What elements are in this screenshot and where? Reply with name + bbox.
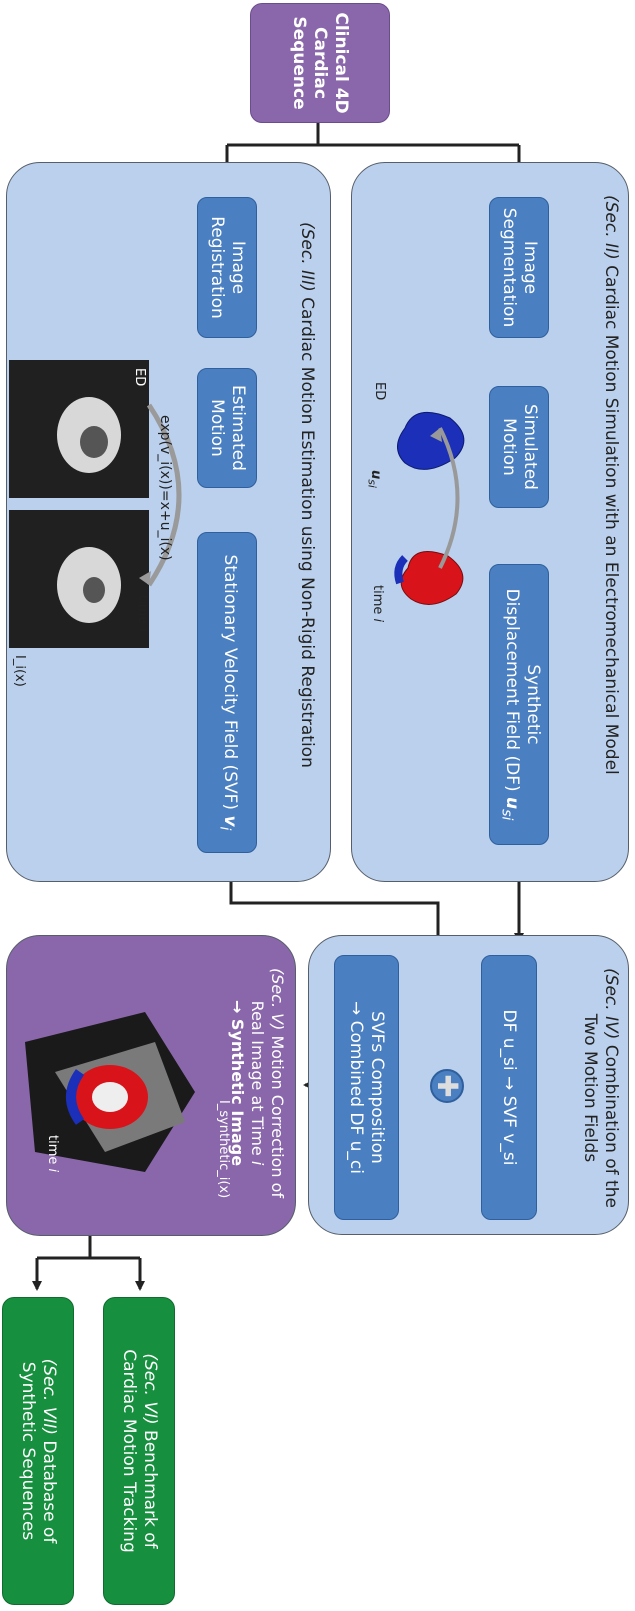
clinical-line-1: Clinical 4D	[331, 12, 352, 114]
composition-line-1: SVFs Composition	[367, 1011, 388, 1164]
registration-line-1: Image	[228, 240, 248, 295]
plus-glyph-icon: ✚	[431, 1074, 464, 1098]
sec3-title-text: Cardiac Motion Estimation using Non-Rigi…	[297, 297, 317, 768]
ed-heart-icon	[397, 411, 465, 470]
database-line-2: Synthetic Sequences	[18, 1361, 38, 1541]
registration-line-2: Registration	[207, 216, 227, 319]
svf-line: Stationary Velocity Field (SVF) vi	[214, 555, 240, 831]
sec5-time-label: time i	[45, 1135, 60, 1172]
registration-illustration	[9, 360, 182, 648]
simulation-illustration	[394, 411, 465, 605]
sec2-ed-label: ED	[372, 382, 387, 401]
image-segmentation-box: Image Segmentation	[489, 197, 549, 338]
synthetic-heart-base-icon	[66, 1069, 85, 1125]
sec3-ii-label: I_i(x)	[12, 655, 27, 687]
synthetic-df-var: u	[501, 797, 522, 810]
df-to-svf-box: DF u_si → SVF v_si	[481, 955, 537, 1220]
clinical-line-2: Cardiac	[310, 27, 331, 99]
database-line-1-text: Database of	[39, 1440, 59, 1544]
clinical-line-3: Sequence	[289, 16, 310, 110]
registration-arrowhead-icon	[139, 571, 151, 585]
sec3-ed-label: ED	[132, 368, 147, 387]
benchmark-line-2: Cardiac Motion Tracking	[119, 1349, 139, 1553]
simulated-line-2: Motion	[499, 418, 519, 476]
time-myocardium-icon	[83, 577, 105, 603]
composition-line-2: → Combined DF u_ci	[346, 1000, 367, 1175]
synthetic-df-line-2-text: Displacement Field (DF)	[501, 588, 522, 792]
sec2-time-label: time i	[370, 585, 385, 622]
ed-myocardium-icon	[80, 426, 108, 458]
svf-box: Stationary Velocity Field (SVF) vi	[197, 532, 257, 853]
sec5-time-text: time	[45, 1135, 60, 1165]
clinical-sequence-box: Clinical 4D Cardiac Sequence	[250, 3, 390, 123]
sec2-time-text: time	[370, 585, 385, 615]
segmentation-line-2: Segmentation	[499, 207, 519, 328]
sec2-time-var: i	[370, 618, 385, 623]
deformation-arrowhead-icon	[430, 428, 442, 442]
database-box: (Sec. VII) Database of Synthetic Sequenc…	[2, 1297, 74, 1605]
sec5-title-sec: (Sec. V)	[268, 967, 287, 1031]
benchmark-line-1: (Sec. VI) Benchmark of	[139, 1353, 160, 1548]
deformed-heart-base-icon	[394, 555, 408, 585]
sec5-title-text1: Motion Correction of	[268, 1035, 287, 1199]
sec4-title-line2: Two Motion Fields	[580, 1013, 600, 1163]
sec3-title: (Sec. III) Cardiac Motion Estimation usi…	[296, 222, 317, 872]
sec2-u-var: u	[368, 470, 383, 480]
sec2-title: (Sec. II) Cardiac Motion Simulation with…	[600, 195, 621, 875]
synthetic-image-illustration	[25, 1012, 195, 1172]
synthetic-df-sub: si	[498, 809, 515, 821]
sec4-title: (Sec. IV) Combination of the Two Motion …	[579, 948, 621, 1228]
sec3-time-text: time	[135, 595, 150, 625]
benchmark-line-1-text: Benchmark of	[140, 1430, 160, 1549]
simulated-line-1: Simulated	[520, 404, 540, 490]
sec4-title-sec: (Sec. IV)	[601, 968, 621, 1040]
estimated-line-2: Motion	[207, 399, 227, 457]
sec2-title-text: Cardiac Motion Simulation with an Electr…	[601, 265, 621, 775]
estimated-motion-box: Estimated Motion	[197, 368, 257, 488]
deformed-heart-icon	[400, 551, 464, 605]
sec4-title-line1: Combination of the	[601, 1044, 621, 1208]
database-line-1: (Sec. VII) Database of	[38, 1359, 59, 1544]
sec3-time-label: time i	[135, 595, 150, 632]
synthetic-df-line-2: Displacement Field (DF) usi	[495, 589, 521, 821]
benchmark-box: (Sec. VI) Benchmark of Cardiac Motion Tr…	[103, 1297, 175, 1605]
synthetic-heart-cavity-icon	[92, 1082, 128, 1112]
sec5-title: (Sec. V) Motion Correction of Real Image…	[227, 948, 287, 1218]
sec5-isynth-label: I_synthetic_i(x)	[216, 1100, 231, 1199]
sec5-time-var: i	[45, 1168, 60, 1173]
sec2-u-sub: si	[365, 479, 379, 488]
simulated-motion-box: Simulated Motion	[489, 386, 549, 508]
sec5-title-text2: Real Image at Time	[248, 1000, 267, 1156]
segmentation-line-1: Image	[520, 240, 540, 295]
sec3-title-sec: (Sec. III)	[297, 222, 317, 292]
synthetic-df-box: Synthetic Displacement Field (DF) usi	[489, 564, 549, 845]
sec2-u-label: usi	[365, 470, 383, 488]
sec3-formula: exp(v_i(x))=x+u_i(x)	[157, 415, 173, 561]
benchmark-sec: (Sec. VI)	[140, 1353, 160, 1425]
synthetic-df-line-1: Synthetic	[522, 664, 543, 745]
sec2-title-sec: (Sec. II)	[601, 195, 621, 260]
registration-arrow-icon	[146, 403, 182, 587]
image-registration-box: Image Registration	[197, 197, 257, 338]
sec3-time-var: i	[135, 628, 150, 633]
svf-var: v	[220, 815, 241, 827]
estimated-line-1: Estimated	[228, 385, 248, 471]
plus-circle-icon: ✚	[430, 1069, 464, 1103]
svf-text: Stationary Velocity Field (SVF)	[220, 554, 241, 811]
svf-composition-box: SVFs Composition → Combined DF u_ci	[334, 955, 399, 1220]
sec5-title-time-var: i	[248, 1160, 267, 1166]
database-sec: (Sec. VII)	[39, 1358, 59, 1435]
svf-sub: i	[216, 826, 233, 831]
deformation-arrow-icon	[438, 427, 460, 569]
